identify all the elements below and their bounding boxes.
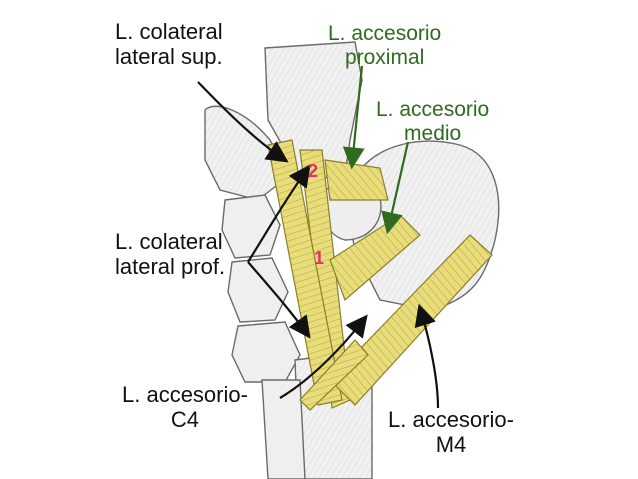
arrow-col-lat-prof-up [247, 164, 311, 263]
label-acc-proximal-line1: L. accesorio [328, 22, 442, 45]
ligament-acc-m4 [329, 234, 493, 406]
label-acc-medio-line1: L. accesorio [376, 98, 490, 121]
label-acc-c4-line2: C4 [170, 406, 200, 432]
marker-1: 1 [314, 248, 325, 268]
arrows [197, 65, 440, 409]
tarsal-bone-1 [221, 194, 281, 259]
label-acc-c4: L. accesorio- C4 [122, 382, 248, 432]
arrow-acc-proximal [342, 65, 365, 170]
label-col-lat-prof: L. colateral lateral prof. [115, 229, 226, 279]
arrow-acc-medio [381, 141, 410, 235]
label-col-lat-sup-line2: lateral sup. [115, 43, 223, 69]
arrow-acc-c4 [279, 314, 368, 399]
label-col-lat-sup-line1: L. colateral [115, 19, 223, 44]
label-col-lat-sup: L. colateral lateral sup. [115, 19, 223, 69]
arrow-col-lat-prof-down [247, 261, 311, 339]
ligament-acc-c4 [299, 339, 369, 411]
ligaments [267, 139, 493, 411]
label-col-lat-prof-line2: lateral prof. [115, 253, 226, 279]
label-col-lat-prof-line1: L. colateral [115, 229, 223, 254]
tarsal-bone-2 [227, 257, 289, 323]
metatarsal-bone-inner [261, 379, 306, 479]
label-acc-m4: L. accesorio- M4 [388, 407, 514, 457]
arrow-acc-m4 [414, 303, 440, 409]
label-acc-m4-line1: L. accesorio- [388, 407, 514, 432]
marker-2: 2 [308, 161, 319, 181]
tarsal-bone-3 [231, 321, 301, 383]
label-acc-proximal: L. accesorio proximal [328, 22, 441, 69]
label-acc-medio: L. accesorio medio [376, 98, 489, 145]
label-acc-m4-line2: M4 [435, 431, 467, 457]
arrow-col-lat-sup [197, 81, 289, 163]
ligament-acc-medio [329, 214, 421, 302]
label-acc-medio-line2: medio [404, 121, 462, 145]
label-acc-proximal-line2: proximal [344, 45, 425, 69]
label-acc-c4-line1: L. accesorio- [122, 382, 248, 407]
